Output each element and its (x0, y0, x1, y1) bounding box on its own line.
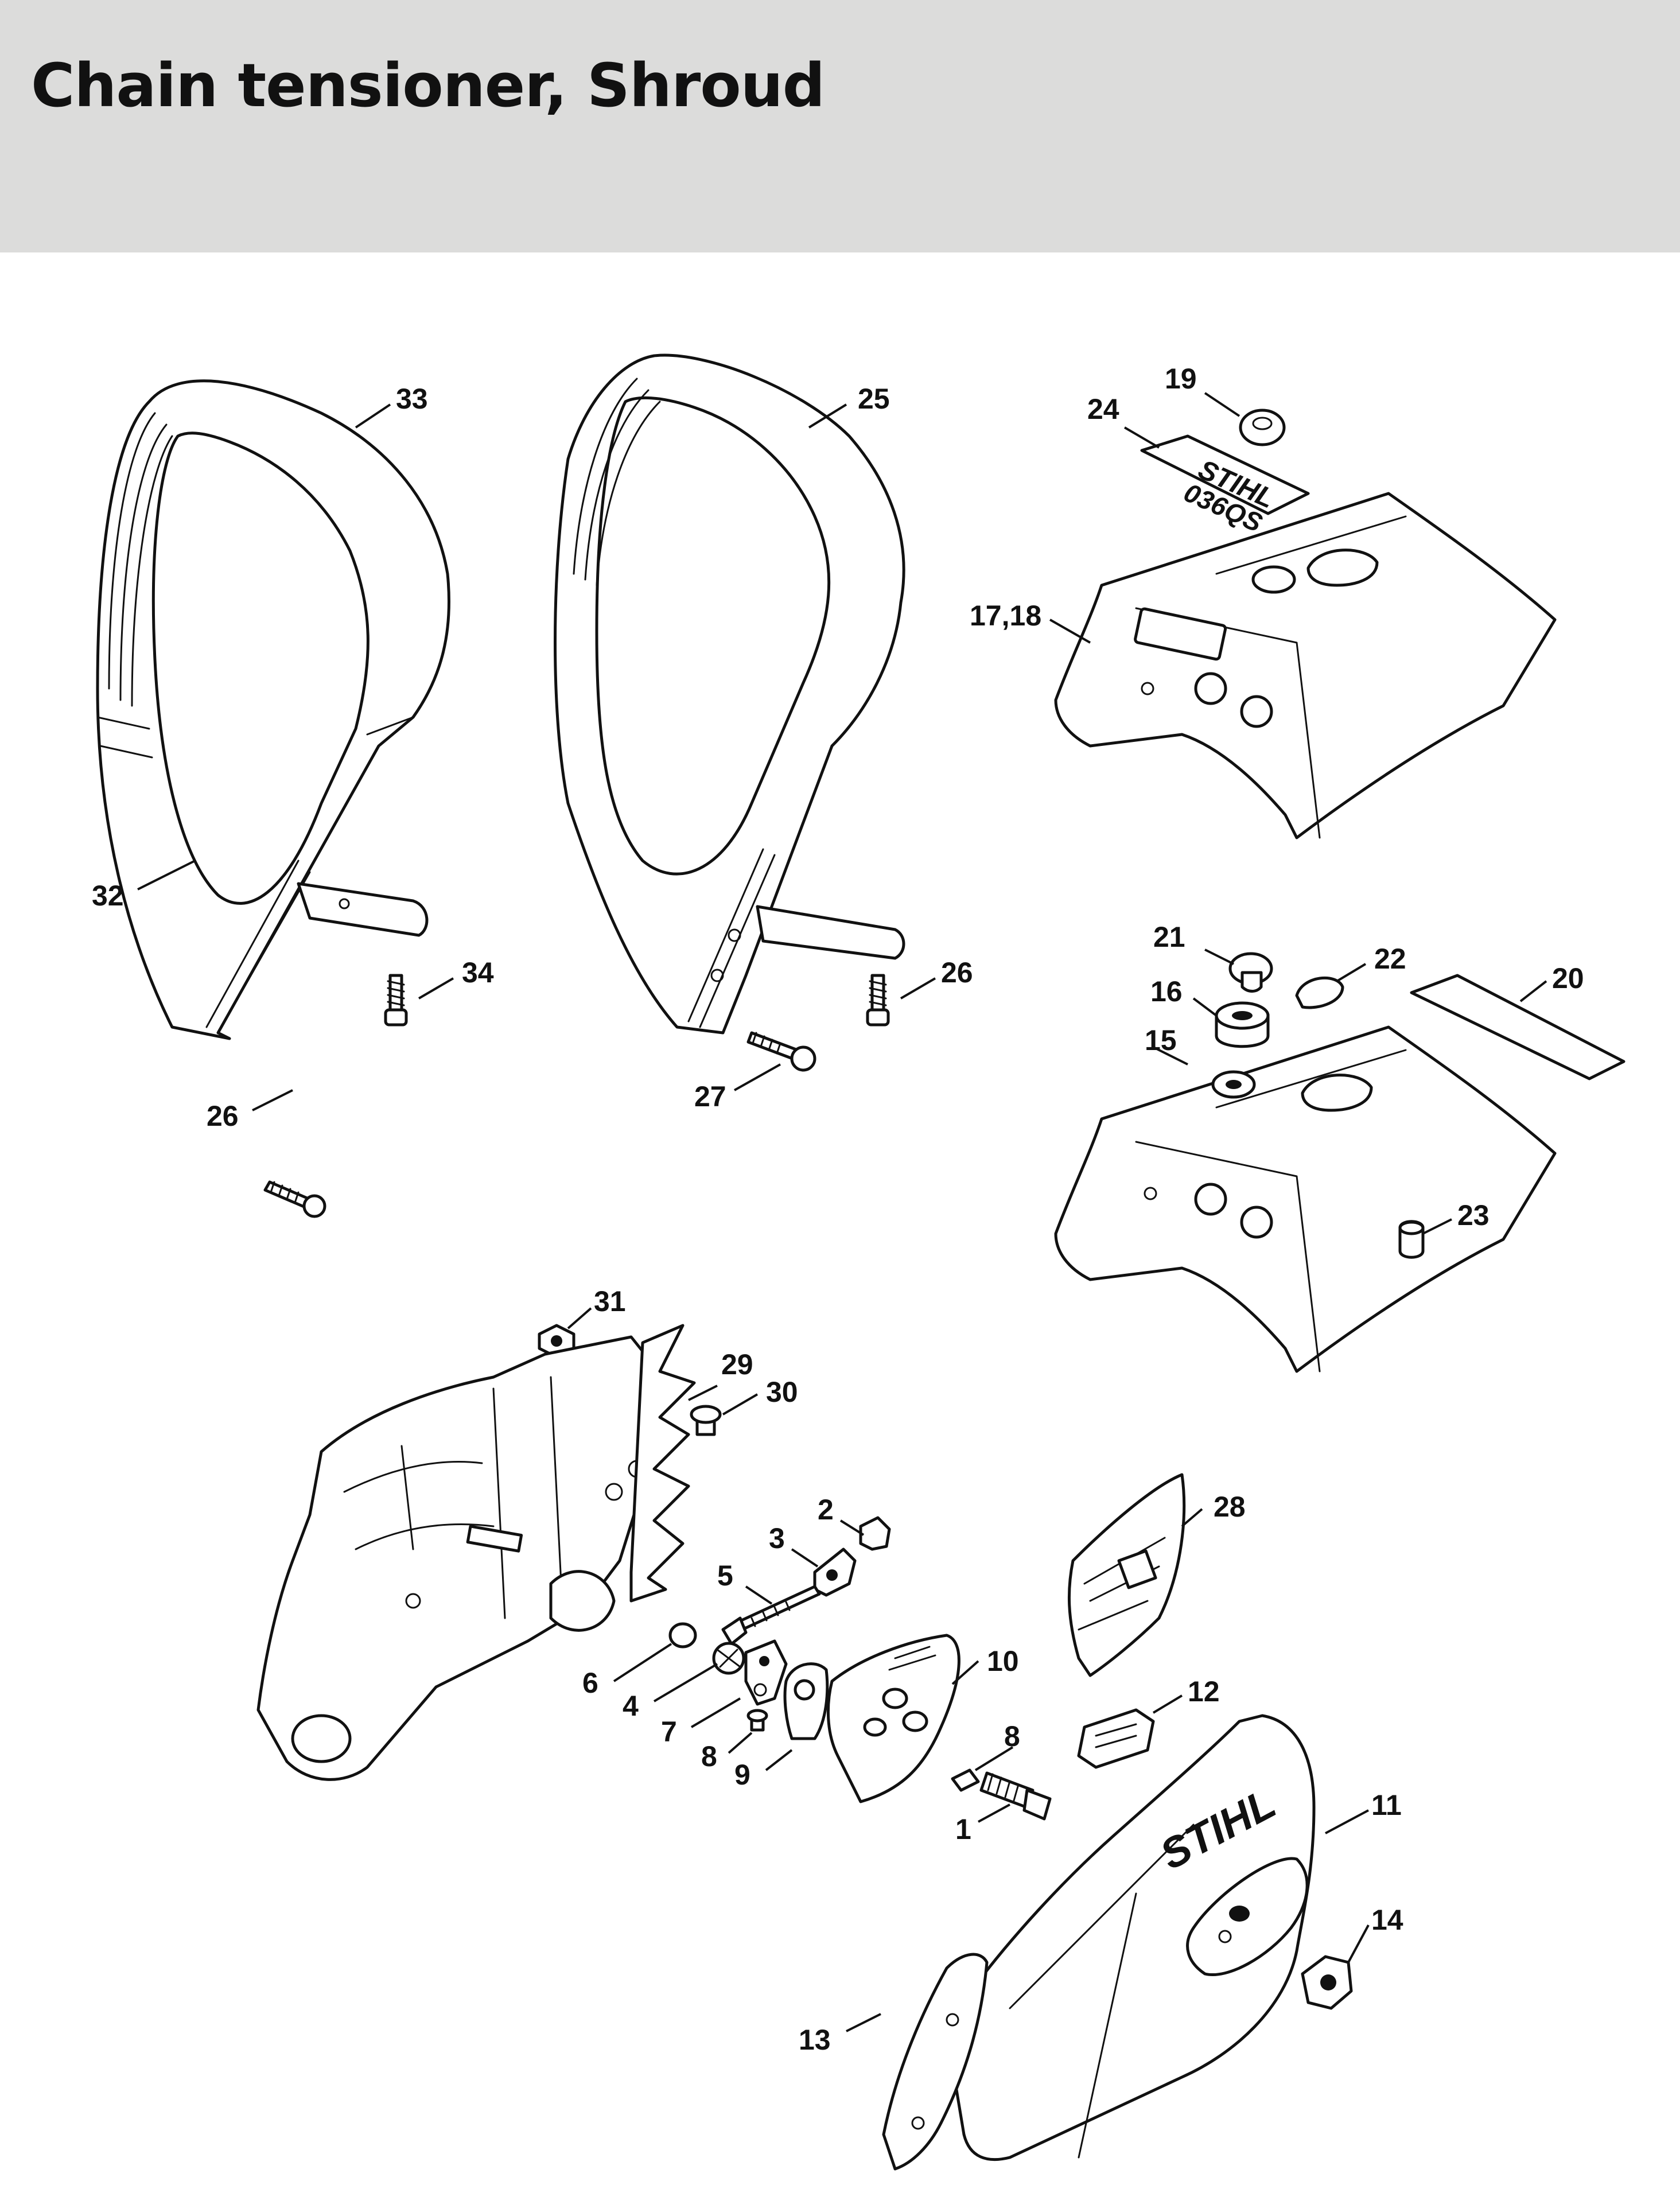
tensioner-plate-3 (813, 1548, 857, 1597)
callout-33: 33 (396, 383, 428, 415)
callout-8-right: 8 (1004, 1720, 1020, 1752)
callout-23: 23 (1457, 1199, 1490, 1231)
shroud-15 (1054, 1025, 1557, 1373)
callout-3: 3 (769, 1522, 785, 1554)
callout-16: 16 (1150, 975, 1183, 1008)
callout-10: 10 (987, 1645, 1019, 1677)
bumper-spike-29 (629, 1324, 696, 1603)
bar-guard-13 (882, 1953, 989, 2171)
plug-22 (1295, 976, 1344, 1009)
screw-26-left (263, 1180, 326, 1218)
callout-19: 19 (1165, 363, 1197, 395)
callout-34: 34 (462, 957, 494, 989)
slide-2 (859, 1516, 891, 1551)
plate-28 (1067, 1473, 1186, 1677)
screw-8-right (951, 1768, 980, 1792)
ring-6 (668, 1622, 697, 1649)
shroud-17-18 (1054, 492, 1557, 839)
callout-1: 1 (955, 1813, 971, 1845)
page-title: Chain tensioner, Shroud (31, 50, 825, 120)
adjusting-screw-5 (721, 1585, 821, 1646)
callout-13: 13 (799, 2024, 831, 2056)
callout-5: 5 (717, 1560, 733, 1592)
callout-29: 29 (721, 1348, 753, 1381)
nut-14 (1301, 1955, 1353, 2010)
page-header: Chain tensioner, Shroud (0, 0, 1680, 252)
grommet-19 (1239, 409, 1286, 446)
model-decal-24: STIHL 036QS (1140, 434, 1310, 538)
crankcase (256, 1335, 656, 1781)
handle-bracket-32 (297, 882, 429, 937)
callout-26-left: 26 (207, 1100, 239, 1132)
callout-9: 9 (734, 1759, 750, 1791)
callout-26-right: 26 (941, 957, 973, 989)
callout-25: 25 (858, 383, 890, 415)
callout-17-18: 17,18 (970, 600, 1041, 632)
callout-15: 15 (1145, 1024, 1177, 1056)
callout-7: 7 (661, 1716, 677, 1748)
front-handle-33 (96, 379, 450, 1040)
screw-26-right (866, 974, 890, 1027)
callout-12: 12 (1188, 1675, 1220, 1708)
callout-2: 2 (818, 1494, 834, 1526)
screw-8-left (746, 1709, 768, 1732)
rear-handle-25 (554, 353, 905, 1035)
guide-plate-10 (826, 1634, 960, 1803)
callout-6: 6 (582, 1667, 598, 1699)
bushing-16 (1215, 1001, 1270, 1048)
callout-30: 30 (766, 1376, 798, 1408)
callout-labels: 33 25 19 24 17,18 32 34 26 26 27 21 22 2… (92, 363, 1584, 2056)
tensioner-housing-9 (783, 1662, 829, 1740)
screw-30 (690, 1405, 722, 1436)
sprocket-cover-11: STIHL (951, 1714, 1316, 2161)
gear-4 (712, 1642, 745, 1675)
callout-20: 20 (1552, 962, 1584, 994)
callout-27: 27 (694, 1080, 726, 1113)
sleeve-23 (1398, 1220, 1425, 1259)
callout-14: 14 (1371, 1904, 1403, 1936)
callout-4: 4 (623, 1690, 639, 1722)
leader-lines (137, 392, 1547, 2032)
callout-31: 31 (594, 1285, 626, 1317)
stud-1 (979, 1771, 1052, 1821)
callout-28: 28 (1214, 1491, 1246, 1523)
screw-27 (746, 1031, 816, 1072)
callout-22: 22 (1374, 943, 1406, 975)
callout-32: 32 (92, 880, 124, 912)
cap-21 (1228, 952, 1273, 993)
filter-strip-20 (1410, 974, 1625, 1080)
screw-34 (384, 974, 408, 1027)
callout-8-left: 8 (701, 1740, 717, 1772)
callout-11: 11 (1371, 1789, 1402, 1821)
cover-plate-7 (744, 1639, 788, 1706)
callout-24: 24 (1087, 393, 1119, 425)
callout-21: 21 (1153, 921, 1185, 953)
filter-12 (1077, 1708, 1155, 1769)
